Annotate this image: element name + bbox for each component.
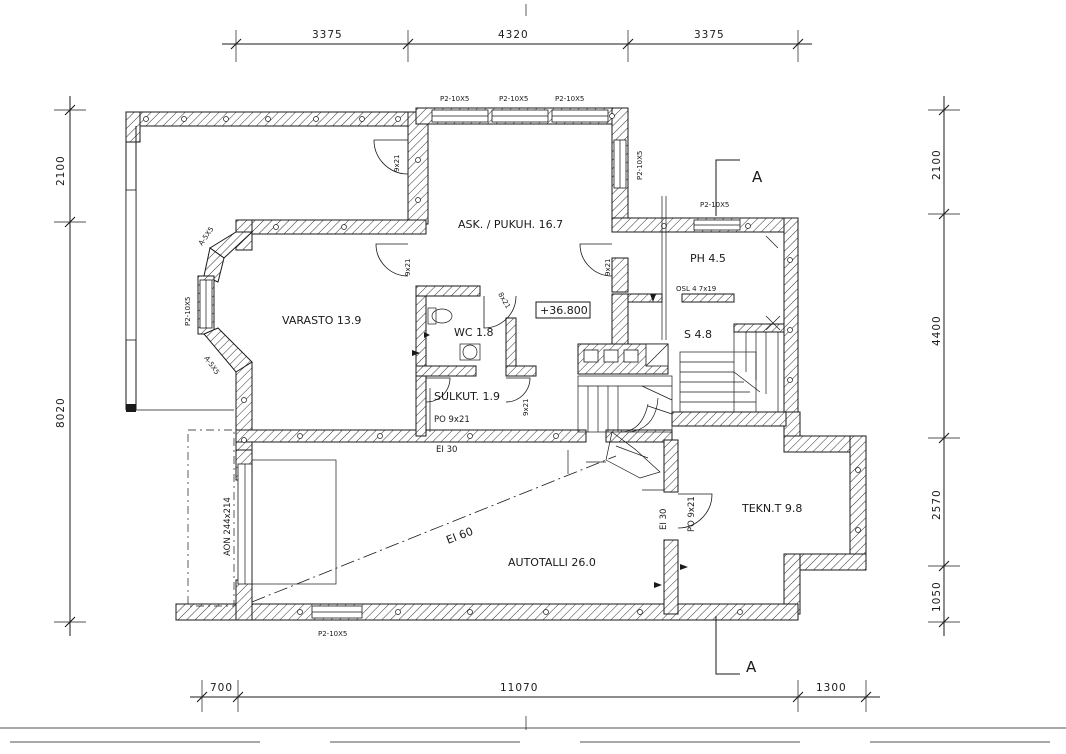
dim-right-1: 2100 [931,149,943,180]
dim-left-2: 8020 [55,397,67,428]
window-label-top-3: P2-10X5 [555,95,584,103]
room-label-autotalli: AUTOTALLI 26.0 [508,556,596,569]
room-label-tekn: TEKN.T 9.8 [741,502,802,515]
doors [373,139,713,529]
window-label-right-1: P2-10X5 [636,151,644,180]
dim-bottom-1: 700 [210,682,233,694]
garage-door-label: AON 244x214 [223,497,233,556]
dim-top-1: 3375 [312,29,343,41]
dim-top-3: 3375 [694,29,725,41]
dim-right-2: 4400 [931,315,943,346]
window-label-top-1: P2-10X5 [440,95,469,103]
door-label-po2: PO 9x21 [687,496,697,532]
dimension-left: 2100 8020 [54,96,86,636]
windows [199,109,741,619]
section-marker [715,159,740,675]
dimension-bottom: 700 11070 1300 [190,680,880,712]
dim-right-4: 1050 [931,581,943,612]
door-label-po1: PO 9x21 [434,415,470,425]
dim-top-2: 4320 [498,29,529,41]
door-label-3: 9x21 [604,258,612,276]
level-marker: +36.800 [540,304,588,317]
door-label-wc: 8x21 [496,291,512,310]
door-label-2: 9x21 [404,258,412,276]
door-label-sulkut: 9x21 [522,398,530,416]
dim-left-1: 2100 [55,155,67,186]
wall-texture [143,113,861,615]
dimension-top: 3375 4320 3375 [222,29,812,62]
dim-bottom-3: 1300 [816,682,847,694]
staircase [567,331,779,479]
room-label-wc: WC 1.8 [454,326,494,339]
fire-rating-3: EI 60 [444,525,475,547]
dim-right-3: 2570 [931,489,943,520]
window-label-ph: P2-10X5 [700,201,729,209]
room-label-sulkut: SULKUT. 1.9 [434,390,500,403]
door-label-osl: OSL 4 7x19 [676,285,716,293]
window-label-top-2: P2-10X5 [499,95,528,103]
window-label-a5x5-bottom: A-5X5 [202,355,221,377]
section-label-bottom: A [746,658,757,676]
dimension-right: 2100 4400 2570 1050 [928,96,960,636]
parking-area [187,429,617,607]
wc-fixtures [427,295,481,361]
window-label-a5x5-top: A-5X5 [197,225,216,247]
dim-bottom-2: 11070 [500,682,538,694]
fire-rating-2: EI 30 [659,509,669,530]
markers [412,196,781,588]
room-label-s: S 4.8 [684,328,712,341]
door-label-1: 9x21 [393,154,401,172]
canopy [125,126,234,412]
window-label-bottom: P2-10X5 [318,630,347,638]
section-label-top: A [752,168,763,186]
room-label-ph: PH 4.5 [690,252,726,265]
room-label-ask: ASK. / PUKUH. 16.7 [458,218,563,231]
fire-rating-1: EI 30 [436,445,457,455]
room-label-varasto: VARASTO 13.9 [282,314,361,327]
window-label-bay: P2-10X5 [184,297,192,326]
